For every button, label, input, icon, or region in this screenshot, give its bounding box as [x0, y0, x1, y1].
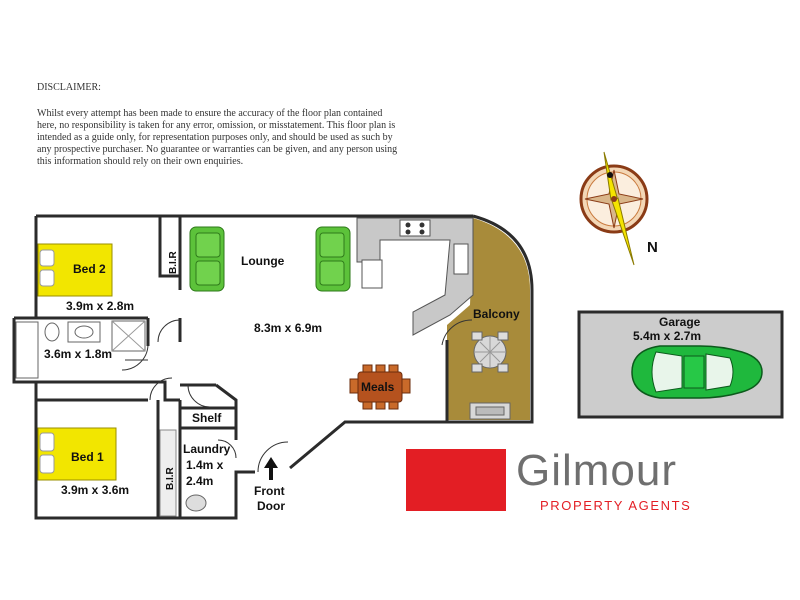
bed-2: Bed 2 3.9m x 2.8m [37, 243, 134, 313]
lounge-sofa-left [189, 226, 225, 292]
balcony-floor [447, 218, 530, 420]
bathroom: 3.6m x 1.8m [15, 320, 146, 379]
bir-top-label: B.I.R [168, 250, 179, 274]
bed-1-name: Bed 1 [71, 450, 104, 464]
bathroom-size: 3.6m x 1.8m [44, 347, 112, 361]
front-door-line1: Front [254, 484, 285, 498]
meals-name: Meals [361, 380, 395, 394]
front-door: Front Door [254, 457, 285, 513]
bir-top: B.I.R [168, 250, 179, 274]
lounge-sofa-right [315, 226, 351, 292]
bed-2-name: Bed 2 [73, 262, 106, 276]
laundry-name: Laundry [183, 442, 231, 456]
garage-name: Garage [659, 315, 701, 329]
bed-1: Bed 1 3.9m x 3.6m [37, 427, 129, 497]
bed-2-size: 3.9m x 2.8m [66, 299, 134, 313]
brand-tagline: PROPERTY AGENTS [540, 498, 692, 513]
bir-bottom-label: B.I.R [165, 466, 176, 490]
bir-bottom: B.I.R [159, 429, 177, 517]
brand-logo-red-square [406, 449, 506, 511]
meals-table: Meals [349, 364, 411, 410]
door-swings [121, 319, 473, 473]
laundry-size-line1: 1.4m x [186, 458, 224, 472]
shelf: Shelf [192, 411, 222, 425]
compass-label: N [647, 239, 658, 256]
disclaimer-text: Whilst every attempt has been made to en… [37, 108, 398, 167]
lounge-name: Lounge [241, 254, 285, 268]
entry-arrow-icon [264, 457, 278, 480]
compass: N [579, 151, 658, 266]
walls [12, 214, 534, 520]
balcony-name: Balcony [473, 307, 520, 321]
laundry-size-line2: 2.4m [186, 474, 213, 488]
front-door-line2: Door [257, 499, 285, 513]
disclaimer: DISCLAIMER: Whilst every attempt has bee… [37, 82, 399, 168]
brand-name: Gilmour [516, 446, 678, 495]
laundry: Laundry 1.4m x 2.4m [183, 442, 231, 512]
lounge-size: 8.3m x 6.9m [254, 321, 322, 335]
car-icon [631, 345, 763, 399]
bed-1-size: 3.9m x 3.6m [61, 483, 129, 497]
garage-size: 5.4m x 2.7m [633, 329, 701, 343]
balcony-furniture: Balcony [469, 307, 520, 420]
disclaimer-title: DISCLAIMER: [37, 82, 101, 93]
garage: Garage 5.4m x 2.7m [577, 310, 784, 419]
shelf-name: Shelf [192, 411, 222, 425]
